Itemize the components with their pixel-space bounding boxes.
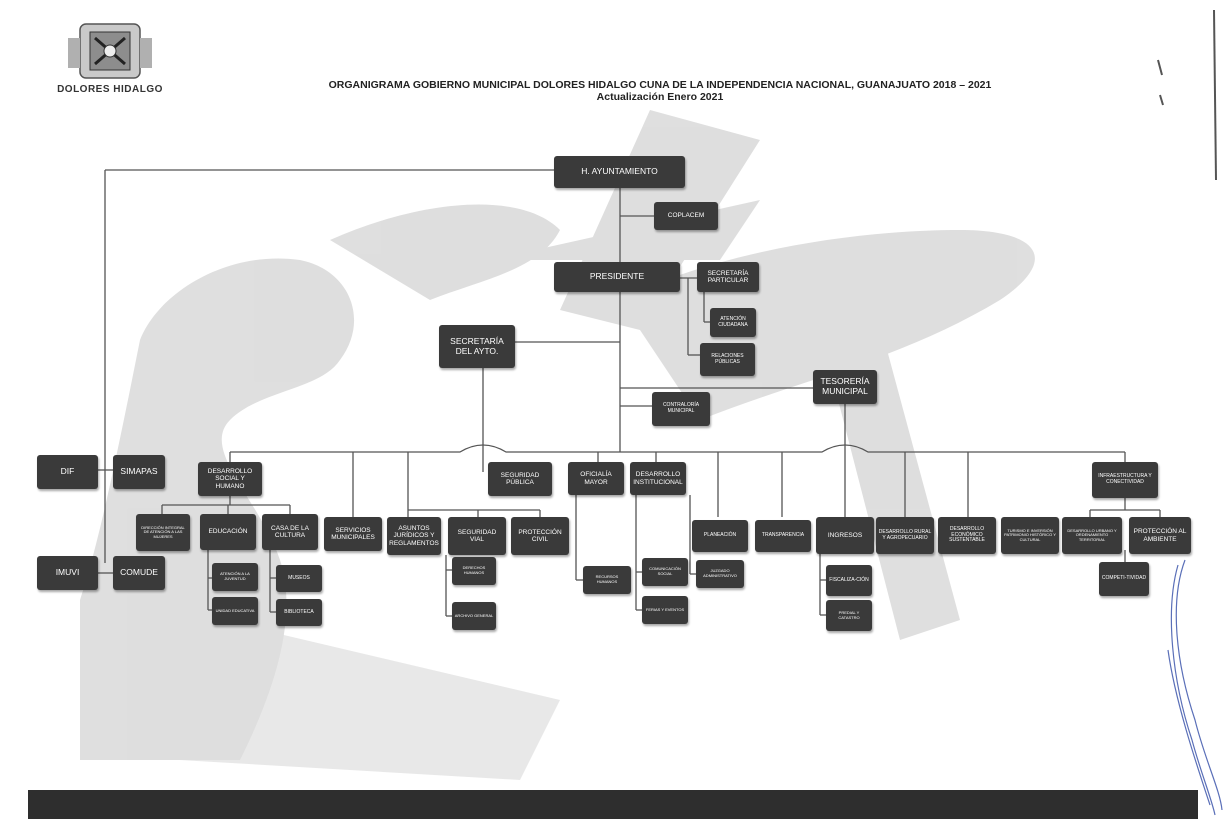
node-unidad-educativa: UNIDAD EDUCATIVA [212, 597, 258, 625]
node-imuvi: IMUVI [37, 556, 98, 590]
node-atencion-juventud: ATENCIÓN A LA JUVENTUD [212, 563, 258, 591]
page-title: ORGANIGRAMA GOBIERNO MUNICIPAL DOLORES H… [200, 79, 1120, 103]
node-juzgado: JUZGADO ADMINISTRATIVO [696, 560, 744, 588]
node-casa-cultura: CASA DE LA CULTURA [262, 514, 318, 550]
node-ingresos: INGRESOS [816, 517, 874, 554]
node-sec-particular: SECRETARÍA PARTICULAR [697, 262, 759, 292]
node-relaciones-publicas: RELACIONES PÚBLICAS [700, 343, 755, 376]
node-tesoreria: TESORERÍA MUNICIPAL [813, 370, 877, 404]
node-comude: COMUDE [113, 556, 165, 590]
node-derechos-humanos: DERECHOS HUMANOS [452, 557, 496, 585]
municipal-logo: DOLORES HIDALGO [40, 18, 180, 128]
node-transparencia: TRANSPARENCIA [755, 520, 811, 552]
node-turismo: TURISMO E INVERSIÓN PATRIMONIO HISTÓRICO… [1001, 517, 1059, 554]
node-archivo-general: ARCHIVO GENERAL [452, 602, 496, 630]
watermark-silhouette [80, 110, 1035, 780]
node-contraloria: CONTRALORÍA MUNICIPAL [652, 392, 710, 426]
node-comunicacion-social: COMUNICACIÓN SOCIAL [642, 558, 688, 586]
node-sec-ayto: SECRETARÍA DEL AYTO. [439, 325, 515, 368]
node-simapas: SIMAPAS [113, 455, 165, 489]
node-ferias-eventos: FERIAS Y EVENTOS [642, 596, 688, 624]
node-ayuntamiento: H. AYUNTAMIENTO [554, 156, 685, 188]
handwritten-signature [1167, 559, 1223, 816]
footer-bar [28, 790, 1198, 819]
node-oficialia-mayor: OFICIALÍA MAYOR [568, 462, 624, 495]
node-seguridad-vial: SEGURIDAD VIAL [448, 517, 506, 555]
node-proteccion-civil: PROTECCIÓN CIVIL [511, 517, 569, 555]
node-competitividad: COMPETI-TIVIDAD [1099, 562, 1149, 596]
node-desarrollo-social: DESARROLLO SOCIAL Y HUMANO [198, 462, 262, 496]
node-museos: MUSEOS [276, 565, 322, 592]
node-proteccion-ambiente: PROTECCIÓN AL AMBIENTE [1129, 517, 1191, 554]
node-desarrollo-urbano: DESARROLLO URBANO Y ORDENAMIENTO TERRITO… [1062, 517, 1122, 554]
coat-of-arms-icon [68, 23, 152, 79]
node-infraestructura: INFRAESTRUCTURA Y CONECTIVIDAD [1092, 462, 1158, 498]
node-presidente: PRESIDENTE [554, 262, 680, 292]
logo-text: DOLORES HIDALGO [57, 84, 163, 95]
node-dif: DIF [37, 455, 98, 489]
node-asuntos-juridicos: ASUNTOS JURÍDICOS Y REGLAMENTOS [387, 517, 441, 555]
node-atencion-mujeres: DIRECCIÓN INTEGRAL DE ATENCIÓN A LAS MUJ… [136, 514, 190, 551]
node-atencion-ciudadana: ATENCIÓN CIUDADANA [710, 308, 756, 337]
node-coplacem: COPLACEM [654, 202, 718, 230]
node-seguridad-publica: SEGURIDAD PÚBLICA [488, 462, 552, 496]
title-main: ORGANIGRAMA GOBIERNO MUNICIPAL DOLORES H… [328, 79, 992, 91]
node-desarrollo-institucional: DESARROLLO INSTITUCIONAL [630, 462, 686, 495]
node-fiscalizacion: FISCALIZA-CIÓN [826, 565, 872, 596]
node-desarrollo-economico: DESARROLLO ECONÓMICO SUSTENTABLE [938, 517, 996, 554]
scan-mark [1157, 9, 1217, 181]
node-desarrollo-rural: DESARROLLO RURAL Y AGROPECUARIO [876, 517, 934, 554]
node-predial: PREDIAL Y CATASTRO [826, 600, 872, 631]
title-sub: Actualización Enero 2021 [596, 91, 724, 103]
node-educacion: EDUCACIÓN [200, 514, 256, 550]
node-biblioteca: BIBLIOTECA [276, 599, 322, 626]
connector-lines [98, 169, 1161, 617]
node-recursos-humanos: RECURSOS HUMANOS [583, 566, 631, 594]
node-servicios-municipales: SERVICIOS MUNICIPALES [324, 517, 382, 551]
node-planeacion: PLANEACIÓN [692, 520, 748, 552]
